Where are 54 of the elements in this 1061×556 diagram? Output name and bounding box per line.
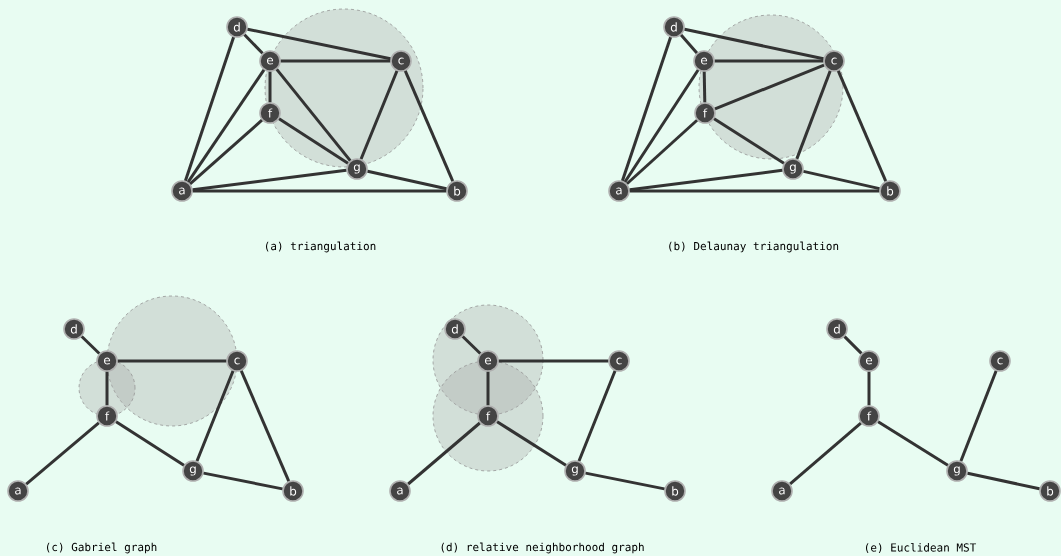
graph-edge: [486, 371, 490, 406]
graph-edge: [959, 370, 998, 462]
graph-edge: [403, 70, 455, 182]
caption: (c) Gabriel graph: [47, 542, 157, 554]
graph-edge: [189, 119, 263, 185]
graph-edge: [585, 471, 665, 491]
graph-edge: [115, 420, 185, 467]
graph-edge: [247, 27, 391, 61]
graph-edge: [25, 421, 100, 486]
graph-edge: [714, 59, 824, 63]
caption: (e) Euclidean MST: [866, 543, 977, 553]
graph-edge: [80, 335, 101, 355]
graph-edge: [789, 421, 862, 486]
graph-edge: [680, 34, 698, 54]
graph-edge: [684, 27, 824, 61]
graph-edge: [496, 420, 567, 467]
graph-edge: [867, 371, 871, 406]
graph-edge: [577, 370, 617, 462]
graph-edge: [843, 335, 863, 355]
graph-edge: [621, 36, 672, 182]
graph-edge: [623, 69, 700, 183]
graph-edge: [714, 63, 825, 111]
graph-edge: [195, 370, 235, 462]
caption: (a) triangulation: [266, 241, 376, 253]
graph-edge: [629, 168, 783, 192]
graph-edge: [239, 370, 291, 482]
graph-edge: [713, 117, 785, 165]
graph-edge: [186, 69, 266, 183]
graph-edge: [795, 70, 832, 160]
graph-edge: [184, 36, 235, 182]
graph-edge: [268, 71, 272, 103]
graph-edge: [278, 117, 349, 165]
graph-edge: [243, 33, 264, 55]
graph-edge: [275, 68, 352, 162]
graph-edge: [105, 371, 109, 406]
graph-edge: [629, 189, 880, 193]
caption: (d) relative neighborhood graph: [441, 542, 644, 554]
graph-edge: [461, 335, 482, 355]
graph-edge: [367, 169, 447, 191]
graph-edge: [877, 420, 949, 467]
graph-edge: [498, 359, 609, 363]
graph-edge: [280, 59, 391, 63]
graph-edge: [192, 168, 347, 192]
caption: (b) Delaunay triangulation: [669, 241, 839, 253]
graph-edge: [117, 359, 227, 363]
graph-edge: [803, 169, 880, 191]
graph-edge: [702, 71, 707, 103]
graph-edge: [407, 421, 481, 486]
graph-edge: [192, 189, 447, 193]
graph-edge: [359, 70, 399, 160]
graph-edge: [836, 70, 888, 182]
graph-edge: [626, 119, 698, 185]
graph-edge: [203, 471, 283, 491]
graph-edge: [967, 471, 1040, 491]
